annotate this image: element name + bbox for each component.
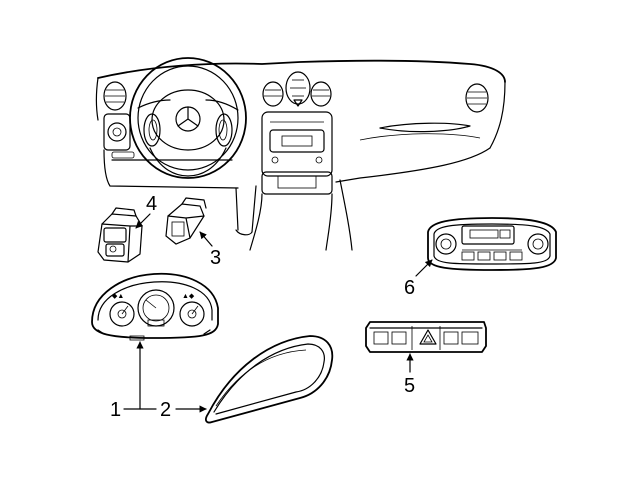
left-air-vent (103, 81, 127, 111)
leader-3 (199, 231, 213, 247)
callout-3: 3 (210, 247, 221, 269)
steering-wheel (129, 57, 247, 179)
callout-2: 2 (160, 399, 171, 421)
center-air-vents (262, 71, 332, 107)
part-2-cluster-lens (205, 335, 334, 424)
glovebox-handle (379, 122, 471, 133)
part-5-switch-panel (365, 321, 487, 353)
leader-4 (135, 213, 151, 229)
svg-text:▲◆: ▲◆ (182, 293, 195, 300)
part-3-switch (165, 197, 207, 245)
callout-6: 6 (404, 277, 415, 299)
part-1-instrument-cluster: ◆▲ ▲◆ (91, 272, 219, 341)
svg-text:◆▲: ◆▲ (112, 293, 124, 300)
part-6-climate-control (427, 217, 557, 271)
left-switch-panel (103, 113, 135, 159)
callout-5: 5 (404, 375, 415, 397)
callout-4: 4 (146, 193, 157, 215)
right-air-vent (465, 83, 489, 113)
center-console (249, 111, 353, 251)
part-4-switch-module (97, 207, 143, 263)
callout-1: 1 (110, 399, 121, 421)
dashboard-illustration (95, 57, 506, 251)
leader-6 (415, 259, 433, 277)
